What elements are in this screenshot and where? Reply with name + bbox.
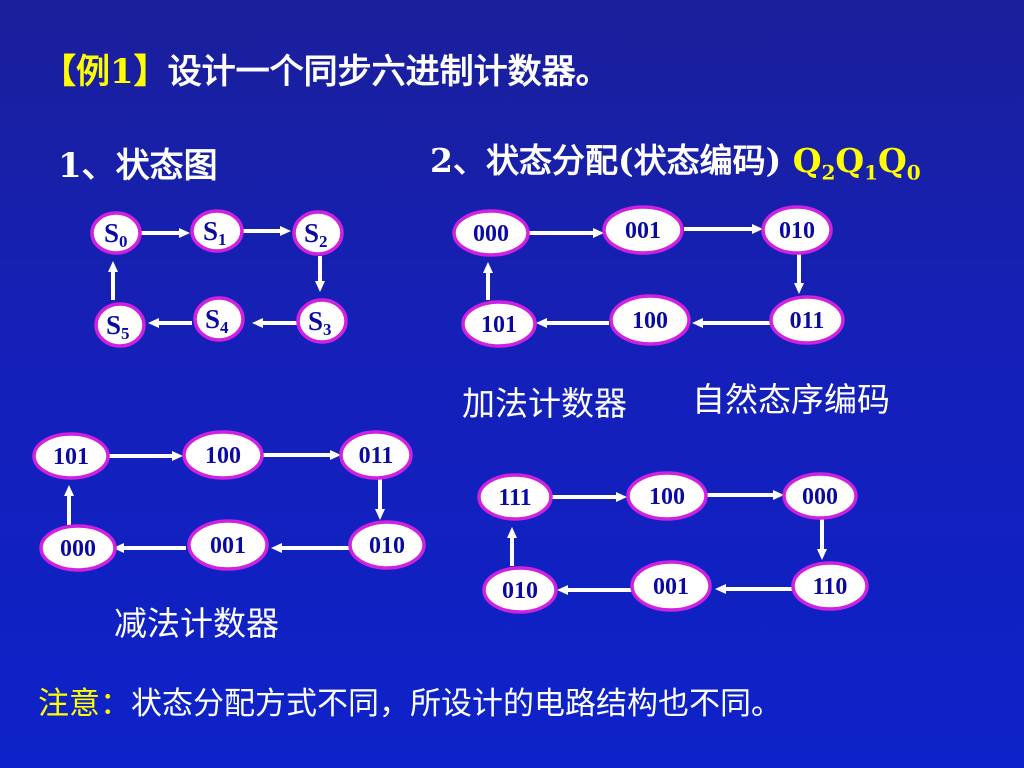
svg-text:111: 111 xyxy=(498,485,531,511)
down-node-100: 100 xyxy=(182,430,264,480)
caption-up-counter: 加法计数器 xyxy=(462,384,627,423)
svg-text:010: 010 xyxy=(502,578,538,604)
up-node-001: 001 xyxy=(602,205,684,255)
state-node-s0: S0 xyxy=(90,211,142,255)
section-state-diagram-label: 1、状态图 xyxy=(58,146,218,186)
arrow-101-100 xyxy=(107,451,183,461)
svg-text:000: 000 xyxy=(802,484,838,510)
arrow-011-010 xyxy=(375,479,385,520)
up-node-000: 000 xyxy=(452,209,530,257)
svg-text:S0: S0 xyxy=(104,218,128,251)
example-tag: 【例1】 xyxy=(42,52,168,92)
svg-text:S2: S2 xyxy=(304,218,328,251)
arrow-010-001 xyxy=(271,543,349,553)
svg-text:101: 101 xyxy=(481,312,517,338)
arrow-100-000 xyxy=(706,490,784,500)
state-node-s5: S5 xyxy=(94,302,146,348)
svg-text:010: 010 xyxy=(779,218,815,244)
arrow-s2-s3 xyxy=(315,256,325,292)
arrow-s5-s0 xyxy=(108,261,118,300)
down-node-011: 011 xyxy=(339,430,413,480)
arrow-011-100 xyxy=(692,318,771,328)
down-node-101: 101 xyxy=(32,432,110,480)
svg-text:010: 010 xyxy=(369,533,405,559)
svg-text:S3: S3 xyxy=(308,306,332,339)
arrow-s3-s4 xyxy=(252,318,298,328)
arrow-s4-s5 xyxy=(148,318,192,328)
svg-text:000: 000 xyxy=(473,221,509,247)
up-node-101: 101 xyxy=(461,300,537,348)
arrow-100-011 xyxy=(262,450,341,460)
svg-text:001: 001 xyxy=(625,218,661,244)
other-node-001: 001 xyxy=(630,560,712,612)
arrow-s0-s1 xyxy=(140,228,190,238)
svg-text:011: 011 xyxy=(359,443,394,469)
note: 注意：状态分配方式不同，所设计的电路结构也不同。 xyxy=(38,678,782,723)
section-state-assignment-label: 2、状态分配(状态编码) xyxy=(430,141,782,180)
other-node-110: 110 xyxy=(791,561,869,611)
caption-natural-order: 自然态序编码 xyxy=(692,380,890,419)
up-node-100: 100 xyxy=(609,294,691,346)
down-node-000: 000 xyxy=(39,524,117,572)
svg-text:001: 001 xyxy=(653,574,689,600)
arrow-s1-s2 xyxy=(243,226,291,236)
arrow-001-010 xyxy=(684,224,763,234)
state-node-s1: S1 xyxy=(190,209,244,253)
other-node-000: 000 xyxy=(782,472,858,520)
state-node-s4: S4 xyxy=(193,296,245,342)
arrow-001-010 xyxy=(557,585,632,595)
down-node-010: 010 xyxy=(348,520,426,570)
down-node-001: 001 xyxy=(187,519,269,571)
arrow-111-100 xyxy=(551,492,627,502)
state-node-s2: S2 xyxy=(292,210,344,256)
arrow-000-110 xyxy=(817,518,827,560)
arrow-000-101 xyxy=(64,485,74,525)
state-node-s3: S3 xyxy=(296,298,348,344)
arrow-010-011 xyxy=(794,253,804,294)
down-counter-diagram: 101 100 011 010 001 000 xyxy=(32,430,426,572)
arrow-001-000 xyxy=(113,543,186,553)
other-node-100: 100 xyxy=(626,471,708,521)
note-label: 注意： xyxy=(38,686,131,722)
svg-text:011: 011 xyxy=(790,308,825,334)
svg-text:S4: S4 xyxy=(205,304,229,337)
other-encoding-diagram: 111 100 000 110 001 010 xyxy=(477,471,869,614)
arrow-100-101 xyxy=(536,318,609,328)
arrow-101-000 xyxy=(483,262,493,300)
other-node-111: 111 xyxy=(477,473,553,521)
arrow-110-001 xyxy=(715,584,793,594)
svg-text:100: 100 xyxy=(632,308,668,334)
up-node-010: 010 xyxy=(761,205,833,255)
svg-text:S1: S1 xyxy=(203,216,227,249)
title-text: 设计一个同步六进制计数器。 xyxy=(167,52,610,92)
up-node-011: 011 xyxy=(769,295,845,345)
page-title: 【例1】设计一个同步六进制计数器。 xyxy=(42,44,610,93)
q-label: Q2Q1Q0 xyxy=(792,141,921,185)
svg-text:001: 001 xyxy=(210,533,246,559)
note-text: 状态分配方式不同，所设计的电路结构也不同。 xyxy=(131,686,782,722)
other-node-010: 010 xyxy=(482,566,558,614)
arrow-000-001 xyxy=(528,228,604,238)
up-counter-diagram: 000 001 010 011 100 101 xyxy=(452,205,845,348)
svg-text:101: 101 xyxy=(53,444,89,470)
svg-text:000: 000 xyxy=(60,536,96,562)
svg-text:S5: S5 xyxy=(106,310,130,343)
svg-text:110: 110 xyxy=(813,574,848,600)
svg-text:100: 100 xyxy=(205,443,241,469)
section-state-assignment: 2、状态分配(状态编码) Q2Q1Q0 xyxy=(430,134,921,185)
arrow-010-111 xyxy=(507,527,517,566)
svg-text:100: 100 xyxy=(649,484,685,510)
state-diagram: S0 S1 S2 S3 S4 S5 xyxy=(90,209,348,348)
caption-down-counter: 减法计数器 xyxy=(114,604,279,643)
